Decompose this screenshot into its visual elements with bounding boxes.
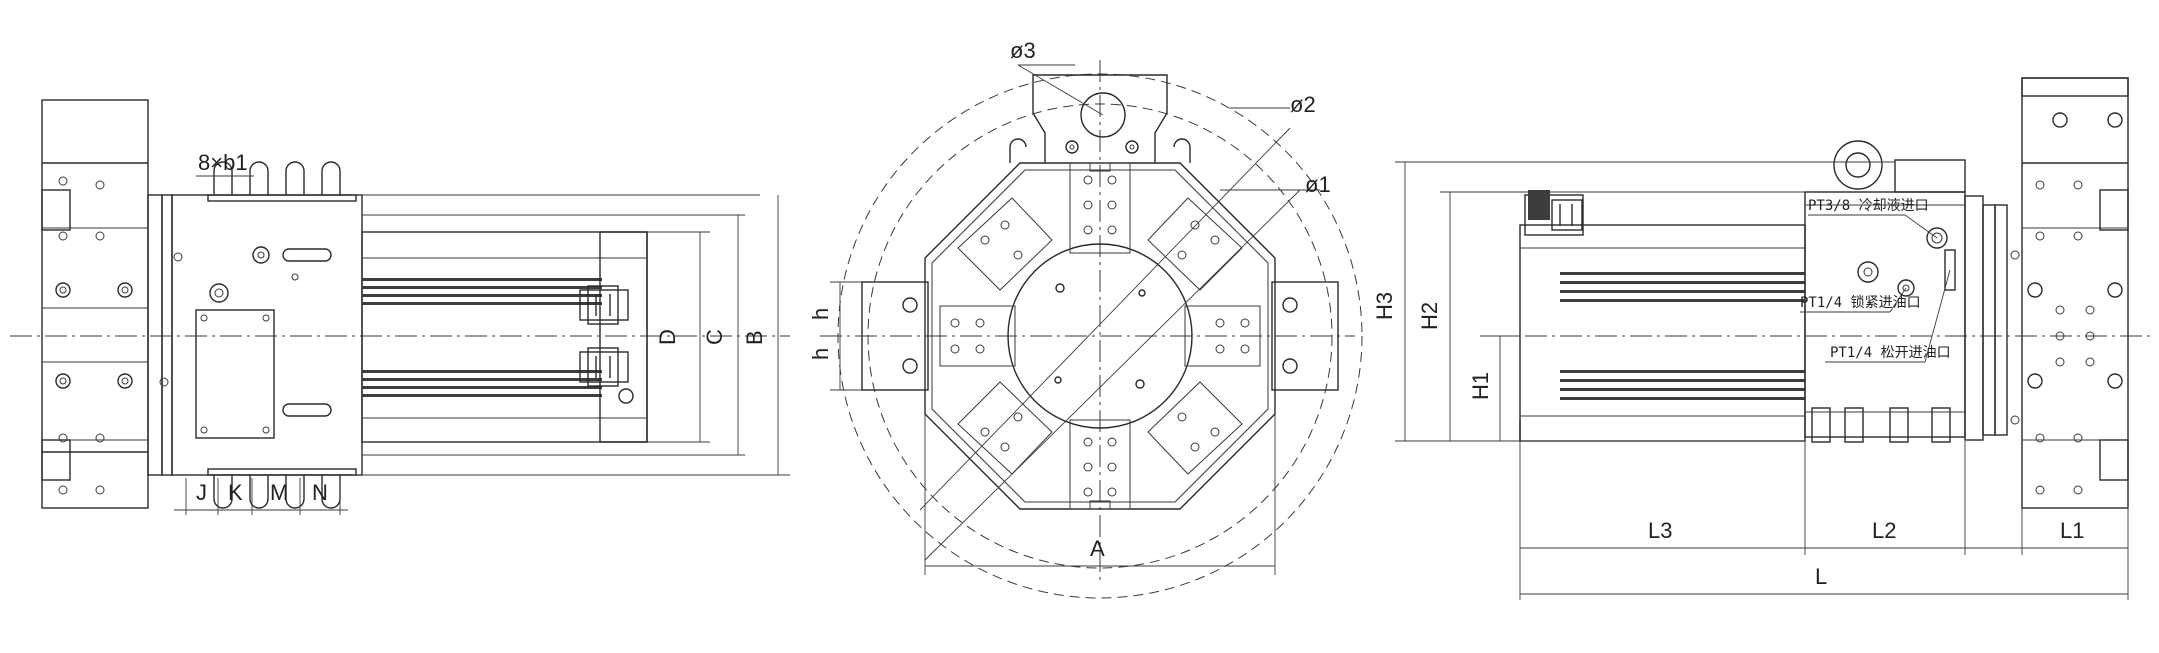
label-H2: H2 (1417, 302, 1442, 330)
label-bolt-pattern: 8×b1 (198, 150, 248, 175)
label-h-lower: h (808, 348, 833, 360)
label-L3: L3 (1648, 518, 1672, 543)
front-holes (950, 175, 1250, 497)
label-M: M (270, 480, 288, 505)
label-C: C (702, 329, 727, 345)
label-phi3: ø3 (1010, 38, 1036, 63)
label-D: D (655, 329, 680, 345)
label-phi2: ø2 (1290, 92, 1316, 117)
label-h-upper: h (808, 308, 833, 320)
label-L1: L1 (2060, 518, 2084, 543)
label-coolant-port: PT3/8 冷却液进口 (1808, 198, 1929, 214)
label-N: N (312, 480, 328, 505)
label-unclamp-port: PT1/4 松开进油口 (1830, 345, 1951, 361)
label-B: B (742, 330, 767, 345)
front-view (820, 60, 1363, 599)
elevation-view (1395, 77, 2150, 600)
label-L: L (1815, 564, 1827, 589)
side-view (10, 99, 790, 515)
label-H3: H3 (1372, 292, 1397, 320)
label-K: K (228, 480, 243, 505)
label-J: J (196, 480, 207, 505)
label-H1: H1 (1468, 372, 1493, 400)
label-A: A (1090, 536, 1105, 561)
label-L2: L2 (1872, 518, 1896, 543)
label-phi1: ø1 (1305, 172, 1331, 197)
label-clamp-port: PT1/4 锁紧进油口 (1800, 295, 1921, 311)
